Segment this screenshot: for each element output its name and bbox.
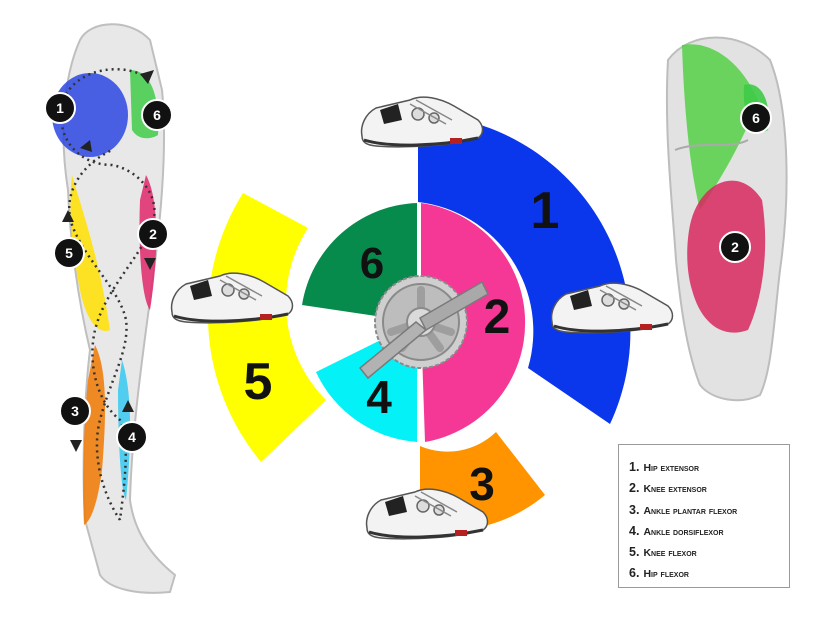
legend-item-1: 1.Hip extensor <box>629 460 700 474</box>
thigh-marker-2: 2 <box>731 239 739 255</box>
segment-label-4: 4 <box>366 371 392 423</box>
leg-markers: 1 6 2 5 3 4 <box>44 92 173 453</box>
legend-item-5: 5.Knee flexor <box>629 545 697 560</box>
thigh-illustration <box>665 36 788 402</box>
legend-item-6: 6.Hip flexor <box>629 566 689 581</box>
legend-item-3: 3.Ankle plantar flexor <box>629 502 738 517</box>
crankset <box>358 275 489 380</box>
leg-marker-6: 6 <box>153 107 161 123</box>
leg-marker-3: 3 <box>71 403 79 419</box>
leg-marker-2: 2 <box>149 226 157 242</box>
segment-label-1: 1 <box>531 182 560 240</box>
segment-1-outer <box>418 114 631 424</box>
legend-text-3: Ankle plantar flexor <box>643 504 738 517</box>
segment-label-5: 5 <box>244 353 273 411</box>
segment-2-inner <box>421 203 526 442</box>
cycling-shoe-top <box>360 95 484 149</box>
legend-text-1: Hip extensor <box>643 462 700 474</box>
legend-text-6: Hip flexor <box>643 568 689 581</box>
legend-text-5: Knee flexor <box>643 547 697 560</box>
segment-label-3: 3 <box>469 458 495 510</box>
legend-box: 1.Hip extensor 2.Knee extensor 3.Ankle p… <box>618 444 790 588</box>
leg-marker-5: 5 <box>65 245 73 261</box>
segment-label-2: 2 <box>484 291 511 344</box>
legend-text-4: Ankle dorsiflexor <box>643 525 724 538</box>
legend-item-2: 2.Knee extensor <box>629 481 707 496</box>
leg-marker-4: 4 <box>128 429 136 445</box>
leg-marker-1: 1 <box>56 100 64 116</box>
legend-item-4: 4.Ankle dorsiflexor <box>629 523 724 538</box>
legend-text-2: Knee extensor <box>643 483 707 496</box>
segment-label-6: 6 <box>360 239 384 288</box>
thigh-marker-6: 6 <box>752 110 760 126</box>
segment-5-outer <box>207 193 326 462</box>
thigh-markers: 6 2 <box>719 102 772 263</box>
